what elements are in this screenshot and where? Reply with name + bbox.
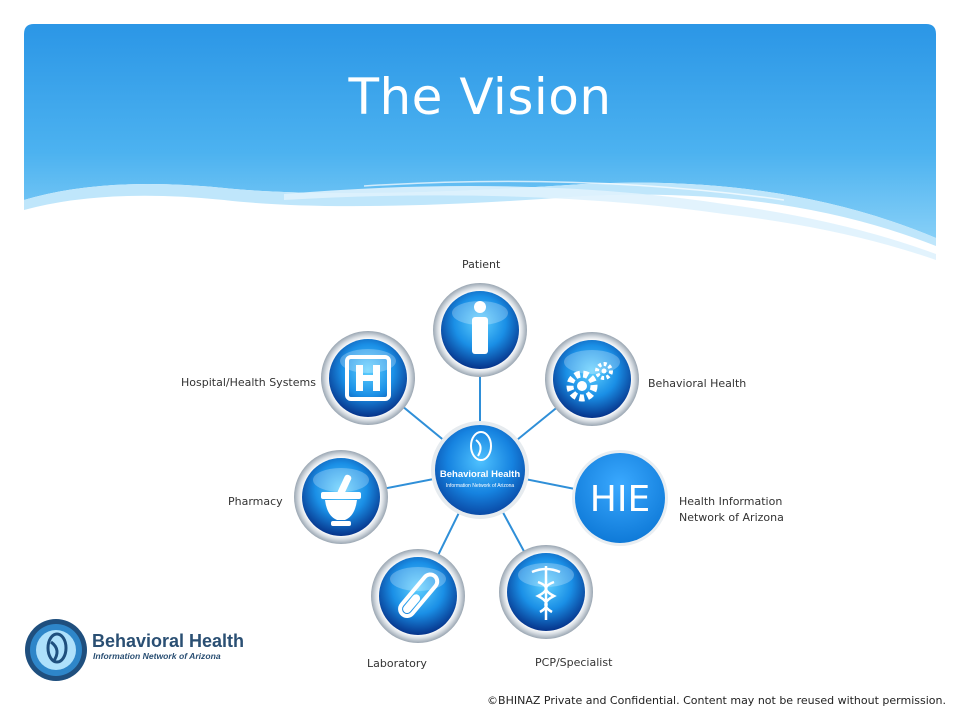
hie-badge-text: HIE	[590, 479, 650, 520]
label-pcp: PCP/Specialist	[535, 656, 613, 669]
hospital-node	[321, 331, 415, 425]
laboratory-node	[371, 549, 465, 643]
behavioral-health-node	[545, 332, 639, 426]
header-banner	[24, 24, 936, 260]
hie-node: HIE	[572, 450, 668, 546]
logo-swirl-icon	[46, 632, 68, 664]
center-line1: Behavioral Health	[440, 469, 520, 480]
bhinaz-logo: Behavioral Health Information Network of…	[25, 619, 244, 681]
hospital-h-icon	[345, 355, 391, 401]
center-logo-icon	[470, 431, 492, 461]
label-behavioral-health: Behavioral Health	[648, 377, 747, 390]
label-patient: Patient	[462, 258, 501, 271]
center-hub: Behavioral Health Information Network of…	[431, 421, 529, 519]
label-pharmacy: Pharmacy	[228, 495, 283, 508]
mortar-pestle-icon	[321, 474, 361, 526]
caduceus-icon	[531, 566, 561, 620]
label-laboratory: Laboratory	[367, 657, 427, 670]
gears-icon	[566, 362, 613, 402]
label-hie-line1: Health Information	[679, 495, 783, 508]
label-hie-line2: Network of Arizona	[679, 511, 784, 524]
test-tube-icon	[398, 572, 440, 619]
center-line2: Information Network of Arizona	[446, 483, 515, 489]
pcp-node	[499, 545, 593, 639]
slide-title: The Vision	[348, 68, 612, 126]
person-icon	[472, 301, 488, 354]
patient-node	[433, 283, 527, 377]
label-hospital: Hospital/Health Systems	[181, 376, 316, 389]
footer-notice: ©BHINAZ Private and Confidential. Conten…	[487, 694, 946, 707]
logo-line1: Behavioral Health	[92, 631, 244, 651]
logo-line2: Information Network of Arizona	[93, 651, 221, 661]
pharmacy-node	[294, 450, 388, 544]
